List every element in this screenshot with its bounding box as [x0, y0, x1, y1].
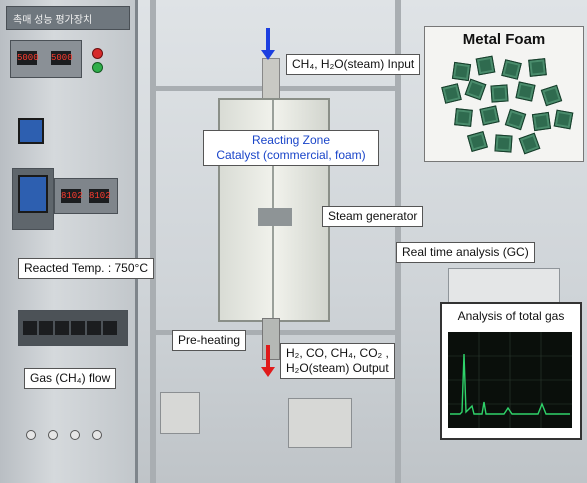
foam-cube — [451, 61, 472, 82]
gc-analysis-inset: Analysis of total gas — [440, 302, 582, 440]
reacting-zone-line2: Catalyst (commercial, foam) — [216, 148, 366, 162]
gas-flow-label: Gas (CH₄) flow — [24, 368, 117, 389]
foam-cube — [540, 84, 563, 107]
metal-foam-title: Metal Foam — [462, 31, 546, 48]
controller-readout: 5000 — [51, 51, 73, 65]
metal-foam-inset: Metal Foam — [424, 26, 584, 162]
reactor-outlet-tube — [262, 318, 280, 360]
foam-cube — [466, 130, 489, 153]
steam-generator-label: Steam generator — [322, 206, 424, 227]
valve-knob — [70, 430, 80, 440]
blue-screen — [18, 118, 44, 144]
output-line1: H₂, CO, CH₄, CO₂ , — [286, 346, 389, 360]
control-rack — [0, 0, 138, 483]
foam-cube — [501, 59, 522, 80]
pre-heating-label: Pre-heating — [172, 330, 247, 351]
output-label: H₂, CO, CH₄, CO₂ , H₂O(steam) Output — [280, 343, 395, 379]
controller-readout: 5000 — [17, 51, 39, 65]
condenser-unit — [288, 398, 352, 448]
valve-knob — [48, 430, 58, 440]
valve-knob — [26, 430, 36, 440]
temp-controller-panel: 5000 5000 — [10, 40, 82, 78]
foam-cube — [464, 78, 487, 101]
input-label: CH₄, H₂O(steam) Input — [286, 54, 421, 75]
green-indicator — [92, 62, 103, 73]
reacting-zone-label: Reacting Zone Catalyst (commercial, foam… — [203, 130, 379, 166]
rack-header-plate: 촉매 성능 평가장치 — [6, 6, 130, 30]
foam-cube — [504, 108, 527, 131]
foam-cube — [531, 111, 552, 132]
reacting-zone-line1: Reacting Zone — [251, 133, 331, 147]
reactor-inlet-tube — [262, 58, 280, 102]
display-readout: 8102 — [61, 189, 83, 203]
chromatogram-trace — [450, 353, 570, 415]
pump-unit — [160, 392, 200, 434]
input-arrow — [261, 28, 275, 60]
foam-cube — [518, 132, 541, 155]
foam-cube — [441, 83, 462, 104]
rack-header-text: 촉매 성능 평가장치 — [13, 15, 93, 26]
flow-controller-bank — [18, 310, 128, 346]
red-indicator — [92, 48, 103, 59]
frame-pipe — [150, 0, 156, 483]
foam-cube — [475, 55, 496, 76]
output-arrow — [261, 345, 275, 377]
monitor-panel — [12, 168, 54, 230]
real-time-analysis-label: Real time analysis (GC) — [396, 242, 535, 263]
foam-cube — [515, 81, 536, 102]
output-line2: H₂O(steam) Output — [286, 361, 389, 375]
display-panel: 8102 8102 — [54, 178, 118, 214]
foam-cube — [454, 108, 473, 127]
gc-analysis-title: Analysis of total gas — [457, 309, 565, 323]
foam-cube — [490, 84, 509, 103]
display-readout: 8102 — [89, 189, 111, 203]
foam-cube — [479, 105, 500, 126]
reacted-temp-label: Reacted Temp. : 750°C — [18, 258, 154, 279]
foam-cube — [553, 109, 574, 130]
chromatogram-plot — [448, 332, 572, 428]
frame-pipe — [395, 0, 401, 483]
foam-cube — [494, 134, 513, 153]
valve-knob — [92, 430, 102, 440]
foam-cube — [528, 58, 547, 77]
